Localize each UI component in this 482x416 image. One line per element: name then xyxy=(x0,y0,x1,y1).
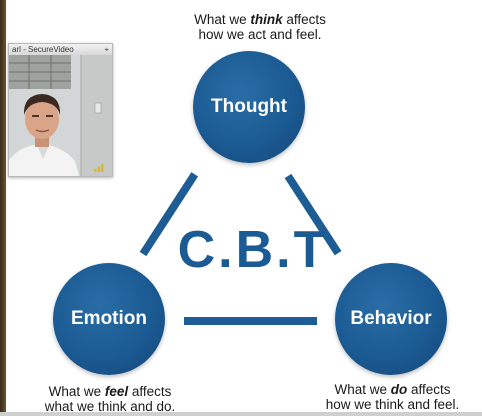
background-edge xyxy=(0,0,6,416)
cbt-title: C.B.T xyxy=(177,221,329,279)
video-call-window[interactable]: arl - SecureVideo ⌖ xyxy=(8,43,113,177)
behavior-caption: What we do affects how we think and feel… xyxy=(325,382,460,412)
participant-video-image xyxy=(9,55,112,176)
behavior-node: Behavior xyxy=(335,263,447,375)
emotion-behavior-connector xyxy=(184,317,317,325)
thought-label: Thought xyxy=(211,96,287,117)
video-window-titlebar[interactable]: arl - SecureVideo xyxy=(9,44,112,55)
video-feed xyxy=(9,55,112,176)
behavior-label: Behavior xyxy=(350,308,432,329)
video-window-title: arl - SecureVideo xyxy=(12,45,74,54)
emotion-node: Emotion xyxy=(53,263,165,375)
thought-caption: What we think affects how we act and fee… xyxy=(194,12,326,42)
signal-bars-icon xyxy=(94,164,104,172)
pin-icon[interactable]: ⌖ xyxy=(104,45,109,54)
bottom-edge xyxy=(0,412,482,416)
emotion-caption: What we feel affects what we think and d… xyxy=(44,384,176,414)
emotion-label: Emotion xyxy=(71,308,147,329)
thought-node: Thought xyxy=(193,51,305,163)
